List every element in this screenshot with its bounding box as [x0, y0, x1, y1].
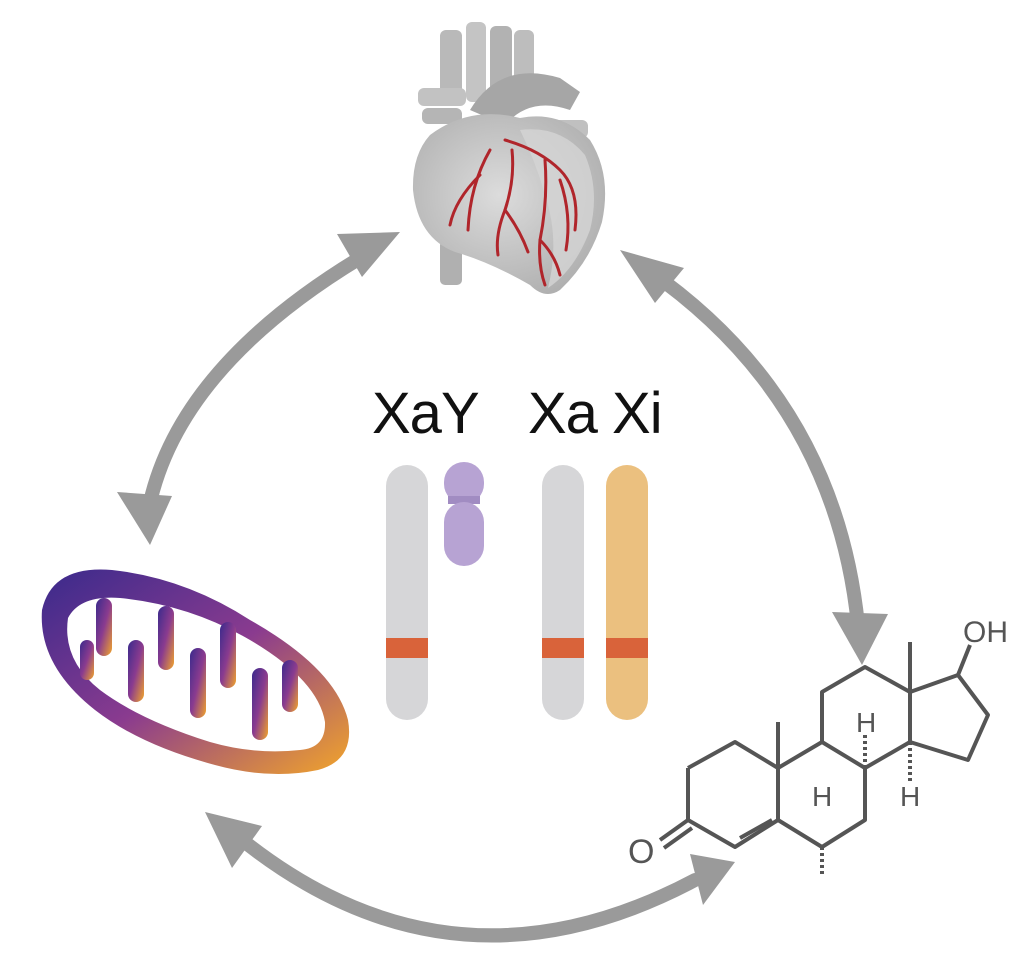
- chromosome-group-xay: [386, 462, 484, 720]
- steroid-molecule-icon: [658, 642, 990, 876]
- arrow-heads: [117, 232, 888, 905]
- cycle-arrows: [141, 251, 865, 943]
- arrowhead-heart-right: [620, 250, 684, 303]
- arrow-heart-molecule: [641, 263, 865, 632]
- chromosome-xi-icon: [606, 465, 648, 720]
- hydrogen-label-1: H: [856, 707, 876, 738]
- arrowhead-molecule-top: [832, 612, 888, 665]
- heart-icon: [412, 22, 606, 294]
- chromosome-group-xaxi: [542, 465, 648, 720]
- gene-band: [542, 638, 584, 658]
- chromosome-icon: [386, 465, 428, 720]
- gene-band: [606, 638, 648, 658]
- arrowhead-heart-left: [337, 232, 400, 277]
- molecule-labels: OH O H H H: [628, 616, 1008, 871]
- chromosome-y-icon: [444, 462, 484, 566]
- label-xay: XaY: [372, 381, 480, 446]
- arrowhead-molecule-bottom: [690, 854, 735, 905]
- hydroxyl-label: OH: [963, 616, 1008, 649]
- ketone-oxygen-label: O: [628, 833, 654, 871]
- arrowhead-mito-top: [117, 492, 172, 545]
- gene-band: [386, 638, 428, 658]
- hydrogen-label-3: H: [900, 781, 920, 812]
- arrowhead-mito-bottom: [205, 812, 262, 868]
- arrow-heart-mitochondrion: [141, 251, 367, 519]
- chromosome-xa-icon: [542, 465, 584, 720]
- label-xaxi: Xa Xi: [528, 381, 663, 446]
- mitochondrion-icon: [41, 569, 350, 774]
- arrow-mito-molecule: [229, 828, 702, 943]
- hydrogen-label-2: H: [812, 781, 832, 812]
